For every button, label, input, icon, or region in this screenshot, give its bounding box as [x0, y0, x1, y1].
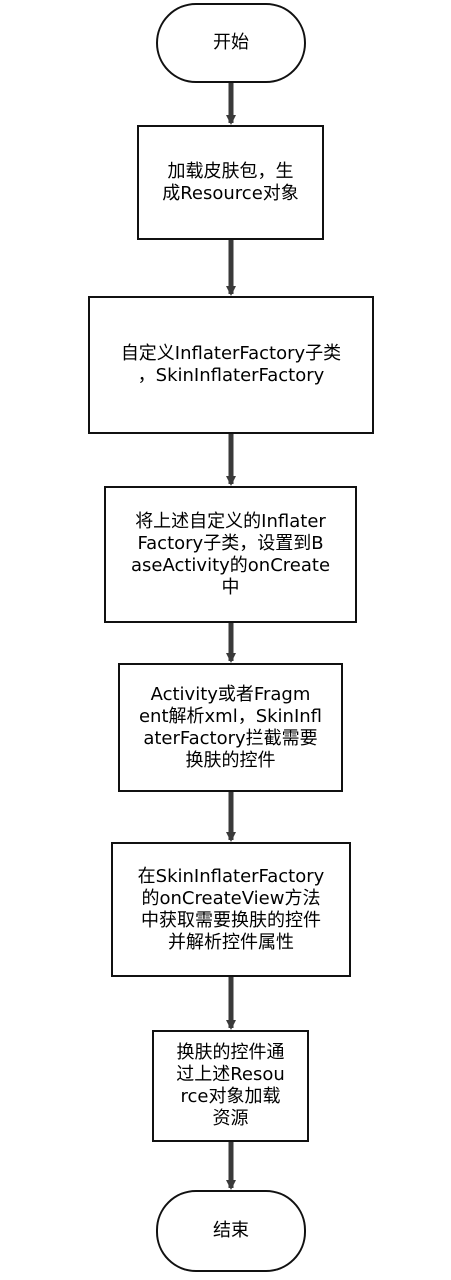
step-5-label: 在SkinInflaterFactory 的onCreateView方法 中获取… — [137, 865, 325, 953]
step-set-factory-in-base-activity: 将上述自定义的Inflater Factory子类，设置到B aseActivi… — [104, 486, 357, 623]
end-label: 结束 — [213, 1220, 249, 1241]
step-load-skin-package: 加载皮肤包，生 成Resource对象 — [137, 125, 324, 240]
step-6-label: 换肤的控件通 过上述Resou rce对象加载 资源 — [176, 1042, 285, 1129]
end-node: 结束 — [156, 1190, 306, 1272]
step-3-label: 将上述自定义的Inflater Factory子类，设置到B aseActivi… — [130, 510, 331, 598]
start-label: 开始 — [213, 32, 249, 53]
step-parse-xml-intercept: Activity或者Fragm ent解析xml，SkinInfl aterFa… — [118, 663, 343, 792]
step-2-label: 自定义InflaterFactory子类 ，SkinInflaterFactor… — [120, 343, 342, 386]
step-define-inflater-factory: 自定义InflaterFactory子类 ，SkinInflaterFactor… — [88, 296, 374, 434]
step-4-label: Activity或者Fragm ent解析xml，SkinInfl aterFa… — [138, 683, 323, 771]
step-load-resources: 换肤的控件通 过上述Resou rce对象加载 资源 — [152, 1030, 309, 1142]
start-node: 开始 — [156, 3, 306, 83]
step-oncreateview-parse-attributes: 在SkinInflaterFactory 的onCreateView方法 中获取… — [111, 842, 351, 977]
step-1-label: 加载皮肤包，生 成Resource对象 — [162, 160, 299, 204]
